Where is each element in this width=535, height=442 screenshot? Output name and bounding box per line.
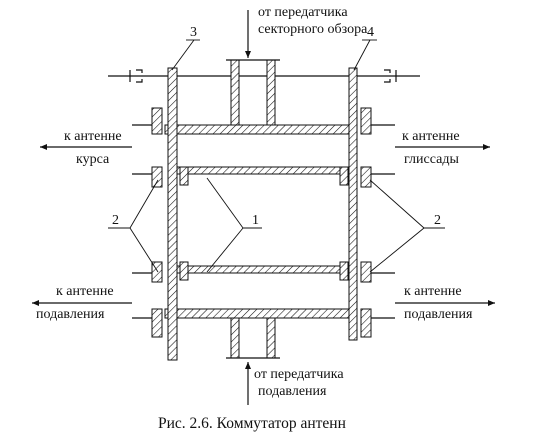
shutter-plate-left (167, 67, 178, 361)
label-top-source-1: от передатчика (258, 5, 348, 20)
leader-2-left (108, 179, 159, 273)
label-left-top-1: к антенне (64, 129, 122, 144)
shutter-plate-right (348, 67, 358, 341)
label-left-bottom-1: к антенне (56, 284, 114, 299)
label-top-source-2: секторного обзора (258, 22, 368, 37)
waveguide-upper (164, 124, 358, 175)
bearing-right (384, 69, 397, 83)
label-right-top-2: глиссады (404, 152, 459, 167)
leader-3 (171, 39, 195, 71)
label-left-top-2: курса (76, 152, 110, 167)
label-right-bottom-1: к антенне (404, 284, 462, 299)
callout-2-right: 2 (434, 213, 441, 228)
callout-3: 3 (190, 25, 197, 40)
label-right-bottom-2: подавления (404, 307, 473, 322)
label-bottom-source-1: от передатчика (254, 367, 344, 382)
label-bottom-source-2: подавления (258, 384, 327, 399)
leader-4 (353, 39, 371, 71)
label-right-top-1: к антенне (402, 129, 460, 144)
inner-block-lower-left (179, 261, 189, 281)
leader-1 (206, 177, 262, 273)
right-port-lower (339, 261, 395, 338)
figure-caption: Рис. 2.6. Коммутатор антенн (158, 415, 346, 432)
callout-2-left: 2 (112, 213, 119, 228)
label-left-bottom-2: подавления (36, 307, 105, 322)
left-port-upper (132, 107, 163, 188)
callout-4: 4 (367, 25, 374, 40)
waveguide-lower (164, 265, 358, 319)
right-port-upper (339, 107, 395, 188)
inner-block-upper-left (179, 166, 189, 186)
callout-1: 1 (252, 213, 259, 228)
bearing-left (129, 69, 143, 83)
left-port-lower (132, 261, 163, 338)
bottom-inlet-pipe (226, 317, 280, 359)
leader-2-right (369, 179, 445, 273)
top-inlet-pipe (226, 59, 280, 126)
